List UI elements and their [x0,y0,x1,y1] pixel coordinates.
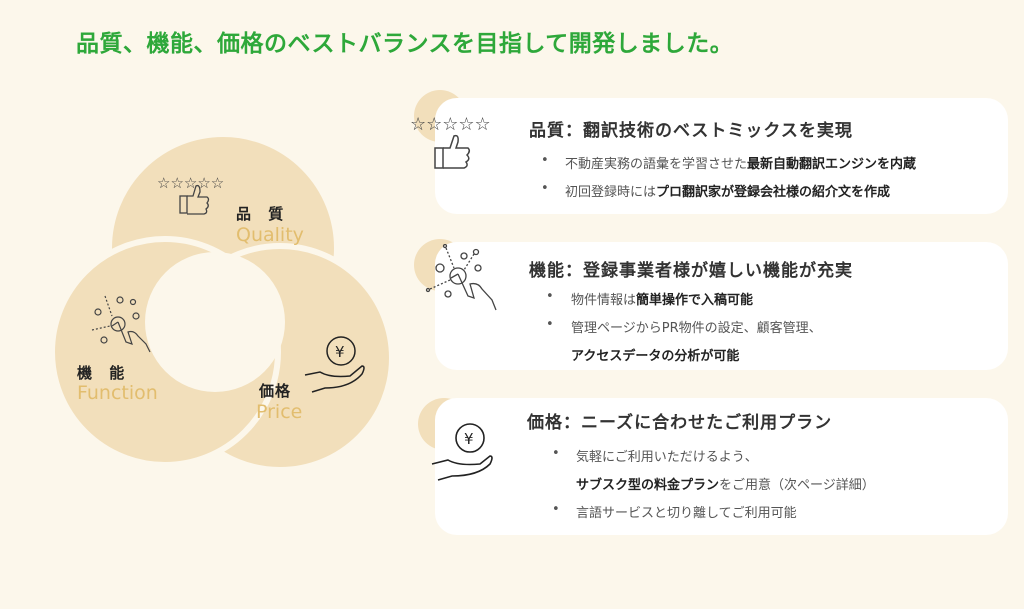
bullet-text-bold: 最新自動翻訳エンジンを内蔵 [747,157,917,172]
bullet-text-bold: 簡単操作で入稿可能 [636,293,754,308]
bullet-text: サブスク型の料金プランをご用意（次ページ詳細） [576,474,875,493]
svg-text:☆☆☆☆☆: ☆☆☆☆☆ [410,114,491,135]
function-card [435,242,1008,370]
bullet: • [546,317,554,332]
card-title: 品質：翻訳技術のベストミックスを実現 [529,121,853,141]
bullet-text-bold: サブスク型の料金プラン [576,478,720,493]
yen-hand-icon: ¥ [431,423,493,481]
thumbs-up-stars-icon: ☆☆☆☆☆ [410,114,491,169]
svg-text:☆☆☆☆☆: ☆☆☆☆☆ [157,174,224,192]
bullet-text-normal: をご用意（次ページ詳細） [719,478,875,493]
price-label-jp: 価格 [259,382,292,400]
card-title: 価格：ニーズに合わせたご利用プラン [527,413,833,433]
page-title: 品質、機能、価格のベストバランスを目指して開発しました。 [76,31,734,57]
bullet-text: 言語サービスと切り離してご利用可能 [576,506,797,521]
svg-text:¥: ¥ [335,343,345,361]
bullet-text: 気軽にご利用いただけるよう、 [576,450,758,465]
bullet-text: 初回登録時にはプロ翻訳家が登録会社様の紹介文を作成 [565,181,890,200]
bullet: • [541,153,549,168]
price-label-en: Price [256,401,303,423]
quality-card [435,98,1008,214]
thumbs-up-stars-icon: ☆☆☆☆☆ [157,174,224,215]
quality-label-en: Quality [236,224,304,246]
svg-text:¥: ¥ [464,430,474,448]
bullet: • [546,289,554,304]
function-label-en: Function [77,382,158,404]
bullet-text-bold: アクセスデータの分析が可能 [571,349,740,364]
bullet-text-bold: プロ翻訳家が登録会社様の紹介文を作成 [656,185,891,200]
center-hole [145,252,285,392]
bullet-text: 不動産実務の語彙を学習させた最新自動翻訳エンジンを内蔵 [565,153,916,172]
bullet-text-normal: 初回登録時には [565,185,657,200]
venn-diagram: ☆☆☆☆☆ ¥ [49,131,395,473]
card-title: 機能：登録事業者様が嬉しい機能が充実 [529,261,853,281]
yen-hand-icon: ¥ [304,336,365,393]
bullet-text-normal: 物件情報は [571,293,637,308]
touch-hand-icon [425,244,497,311]
bullet: • [552,502,560,517]
touch-hand-icon [91,295,151,353]
function-label-jp: 機 能 [77,364,131,382]
bullet-text: 管理ページからPR物件の設定、顧客管理、 [571,321,822,336]
bullet: • [541,181,549,196]
quality-label-jp: 品 質 [236,205,290,223]
bullet: • [552,446,560,461]
bullet-text: 物件情報は簡単操作で入稿可能 [571,289,753,308]
bullet-text-normal: 不動産実務の語彙を学習させた [565,157,748,172]
price-card [435,398,1008,535]
